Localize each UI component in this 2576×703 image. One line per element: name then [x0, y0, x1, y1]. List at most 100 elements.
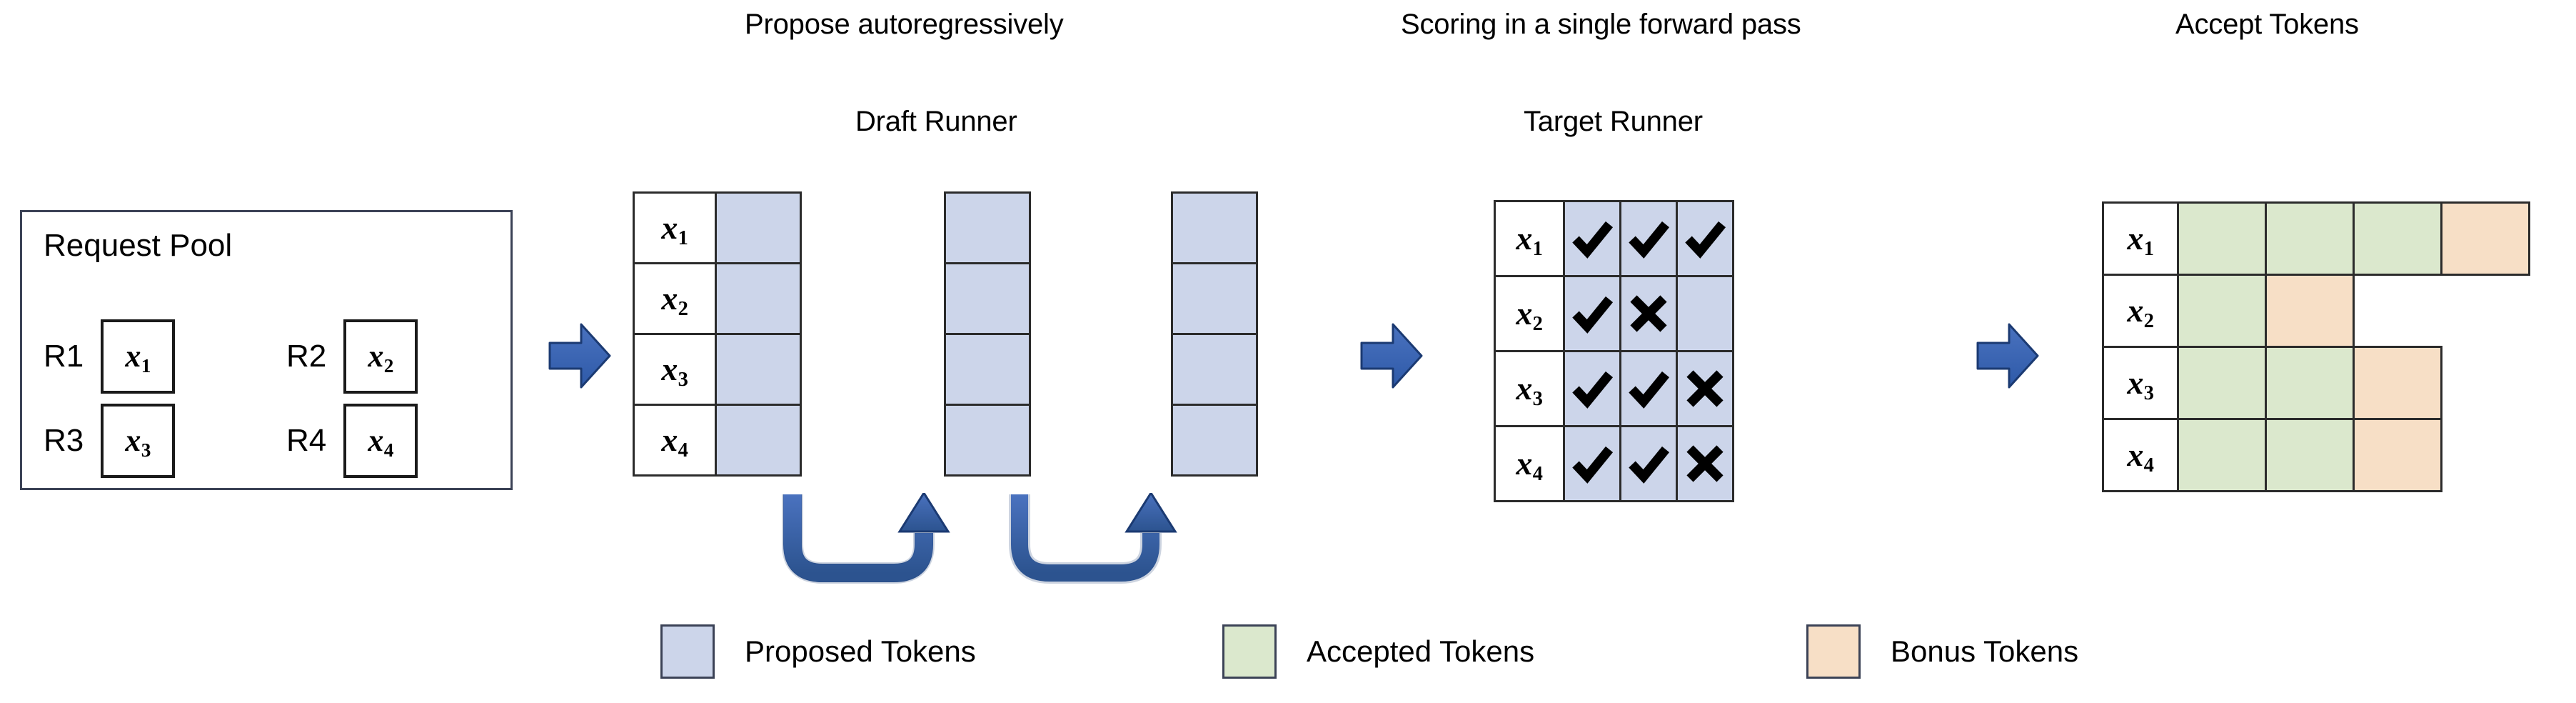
legend-label-accepted: Accepted Tokens	[1307, 634, 1535, 668]
target-cell-r3c3	[1676, 350, 1734, 427]
cross-icon	[1678, 352, 1732, 425]
loop-arrow-icon-1	[782, 491, 950, 584]
legend-item-accepted: Accepted Tokens	[1222, 624, 1534, 679]
accept-cell-r2c2-bonus	[2265, 274, 2355, 348]
caption-draft-runner: Draft Runner	[855, 106, 1017, 137]
target-cell-r2c2	[1619, 275, 1678, 352]
draft-runner-step-3	[1171, 191, 1258, 477]
target-cell-r1c1	[1563, 200, 1621, 277]
draft-proposed-cell	[1171, 404, 1258, 477]
target-cell-r4c3	[1676, 425, 1734, 502]
draft-runner-step-2	[944, 191, 1031, 477]
accept-cell-r4c3-bonus	[2353, 418, 2442, 492]
check-icon	[1621, 427, 1676, 500]
check-icon	[1565, 277, 1619, 350]
accept-cell-r4c1	[2177, 418, 2267, 492]
legend-item-proposed: Proposed Tokens	[660, 624, 976, 679]
target-cell-r4c2	[1619, 425, 1678, 502]
accept-cell-r2c1	[2177, 274, 2267, 348]
target-cell-r4c1	[1563, 425, 1621, 502]
draft-proposed-cell	[1171, 333, 1258, 406]
target-cell-r2c3	[1676, 275, 1734, 352]
draft-proposed-cell	[1171, 191, 1258, 264]
draft-recursion-arrows	[771, 491, 1299, 593]
cross-icon	[1621, 277, 1676, 350]
target-cell-r1c3	[1676, 200, 1734, 277]
caption-accept-tokens: Accept Tokens	[2175, 9, 2359, 40]
request-pool-title: Request Pool	[44, 228, 233, 263]
draft-proposed-cell	[944, 404, 1031, 477]
legend: Proposed Tokens Accepted Tokens Bonus To…	[0, 614, 2576, 693]
draft-proposed-cell	[715, 262, 802, 335]
check-icon	[1621, 352, 1676, 425]
check-icon	[1621, 202, 1676, 275]
caption-scoring-single-forward-pass: Scoring in a single forward pass	[1401, 9, 1801, 40]
legend-swatch-proposed	[660, 624, 715, 679]
accept-cell-r1c2	[2265, 201, 2355, 276]
loop-arrow-icon-2	[1009, 491, 1177, 584]
accept-cell-r3c2	[2265, 346, 2355, 420]
draft-proposed-cell	[715, 404, 802, 477]
target-cell-r3c2	[1619, 350, 1678, 427]
accept-cell-r3c3-bonus	[2353, 346, 2442, 420]
accept-cell-r3c4-empty	[2440, 346, 2530, 420]
legend-item-bonus: Bonus Tokens	[1806, 624, 2078, 679]
right-arrow-icon-target-to-accept	[1976, 320, 2039, 392]
accept-cell-r1c1	[2177, 201, 2267, 276]
request-label-r3: R3	[44, 423, 84, 458]
draft-proposed-cell	[944, 333, 1031, 406]
draft-proposed-cell	[715, 333, 802, 406]
request-label-r4: R4	[286, 423, 327, 458]
target-cell-r1c2	[1619, 200, 1678, 277]
right-arrow-icon-pool-to-draft	[548, 320, 611, 392]
caption-propose-autoregressively: Propose autoregressively	[745, 9, 1064, 40]
legend-label-bonus: Bonus Tokens	[1891, 634, 2079, 668]
accept-cell-r2c4-empty	[2440, 274, 2530, 348]
check-icon	[1565, 202, 1619, 275]
accept-cell-r4c4-empty	[2440, 418, 2530, 492]
accept-cell-r1c3	[2353, 201, 2442, 276]
check-icon	[1565, 352, 1619, 425]
draft-proposed-cell	[944, 262, 1031, 335]
request-label-r1: R1	[44, 339, 84, 374]
right-arrow-icon-draft-to-target	[1360, 320, 1423, 392]
legend-label-proposed: Proposed Tokens	[745, 634, 976, 668]
check-icon	[1565, 427, 1619, 500]
cross-icon	[1678, 427, 1732, 500]
target-cell-r3c1	[1563, 350, 1621, 427]
